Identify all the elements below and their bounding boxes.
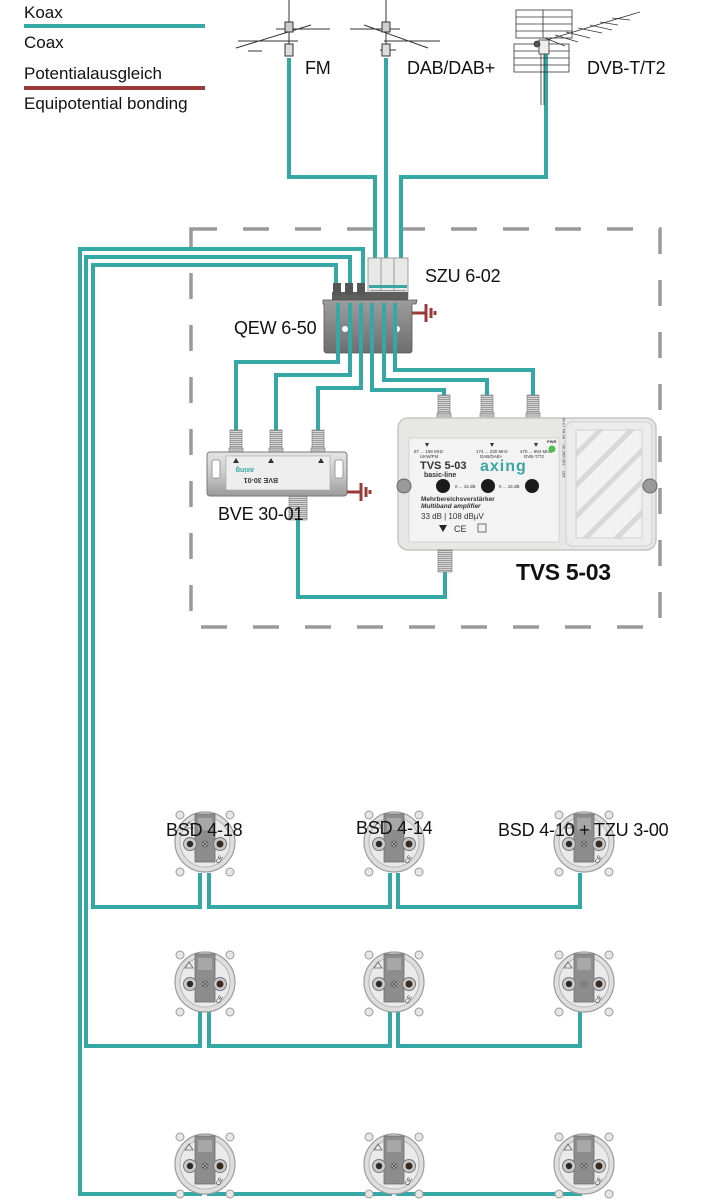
antenna-label-dab: DAB/DAB+ <box>407 58 495 78</box>
tvs-gain-knob-3[interactable] <box>525 479 539 493</box>
szu-label: SZU 6-02 <box>425 266 501 286</box>
tvs-desc-en: Multiband amplifier <box>421 503 481 510</box>
legend-bonding-en: Equipotential bonding <box>24 94 188 113</box>
bve-brand: axing <box>236 466 254 473</box>
cable-row1-a <box>207 873 392 909</box>
legend <box>24 24 205 90</box>
socket-r2-c1 <box>174 950 236 1017</box>
legend-coax-de: Koax <box>24 3 63 22</box>
cable-row3-a <box>207 1158 392 1196</box>
antenna-label-dvbt: DVB-T/T2 <box>587 58 666 78</box>
socket-r3-c1 <box>174 1132 236 1199</box>
tvs-pwr-label: PWR <box>547 439 556 444</box>
tvs-spec: 33 dB | 108 dBµV <box>421 512 484 521</box>
antenna-fm <box>235 0 330 57</box>
socket-r2-c3 <box>553 950 615 1017</box>
bve-30-01-device: BVE 30-01 axing <box>206 429 348 521</box>
tvs-5-03-device: 87 ... 108 MHz UKW/FM 174 ... 230 MHz DA… <box>396 394 658 573</box>
tvs-brand-logo: axing <box>480 458 527 475</box>
tvs-gain-knob-1[interactable] <box>436 479 450 493</box>
antenna-label-fm: FM <box>305 58 331 78</box>
qew-ground-symbol <box>410 302 437 324</box>
tvs-gain-knob-2[interactable] <box>481 479 495 493</box>
cable-row1-b <box>396 873 582 909</box>
tvs-band3: 470 ... 694 MHz <box>520 449 553 454</box>
coax-cables <box>78 40 582 1196</box>
cable-fm <box>287 58 377 260</box>
qew-label: QEW 6-50 <box>234 318 317 338</box>
tvs-band2: 174 ... 230 MHz <box>476 449 509 454</box>
cable-row2-a <box>207 1012 392 1048</box>
tvs-power-spec: 100 ... 240 VAC 50 ... 60 Hz | 3 W <box>561 418 566 478</box>
cable-row3-b <box>396 1158 582 1196</box>
cable-qew-bve-1 <box>234 326 340 435</box>
socket-label-1: BSD 4-18 <box>166 820 243 840</box>
tvs-band1-sub: UKW/FM <box>420 454 438 459</box>
distribution-box-outline <box>189 227 662 629</box>
cable-trunk-2 <box>84 255 352 1048</box>
legend-bonding-de: Potentialausgleich <box>24 64 162 83</box>
tvs-band1: 87 ... 108 MHz <box>414 449 444 454</box>
socket-r3-c3 <box>553 1132 615 1199</box>
tvs-series: basic-line <box>424 472 456 479</box>
tvs-band2-sub: DAB/DAB+ <box>480 454 503 459</box>
tvs-label: TVS 5-03 <box>516 559 611 585</box>
tvs-power-led <box>548 445 556 453</box>
tvs-desc-de: Mehrbereichsverstärker <box>421 496 495 503</box>
cable-trunk-3 <box>91 263 338 909</box>
tvs-gain1-range: 0 ... 15 dB <box>455 484 476 489</box>
tvs-gain2-range: 0 ... 15 dB <box>499 484 520 489</box>
socket-label-2: BSD 4-14 <box>356 818 433 838</box>
sockets <box>174 810 615 1199</box>
bve-print-label: BVE 30-01 <box>244 476 278 483</box>
cable-tvs-bve <box>296 520 447 599</box>
cable-dvbt <box>399 40 548 260</box>
socket-r2-c2 <box>363 950 425 1017</box>
qew-cable-stubs <box>336 303 397 355</box>
cable-trunk-1 <box>78 247 365 1196</box>
tvs-ce-mark: CE <box>454 524 467 534</box>
cable-qew-bve-3 <box>316 326 363 435</box>
socket-r3-c2 <box>363 1132 425 1199</box>
antenna-dvbt <box>513 9 641 105</box>
cable-row2-b <box>396 1012 582 1048</box>
tvs-band3-sub: DVB-T/T2 <box>524 454 544 459</box>
antenna-dab <box>350 0 440 57</box>
legend-coax-en: Coax <box>24 33 64 52</box>
tvs-model: TVS 5-03 <box>420 460 466 472</box>
socket-label-3: BSD 4-10 + TZU 3-00 <box>498 820 669 840</box>
bve-label: BVE 30-01 <box>218 504 304 524</box>
bve-ground-symbol <box>345 481 372 503</box>
